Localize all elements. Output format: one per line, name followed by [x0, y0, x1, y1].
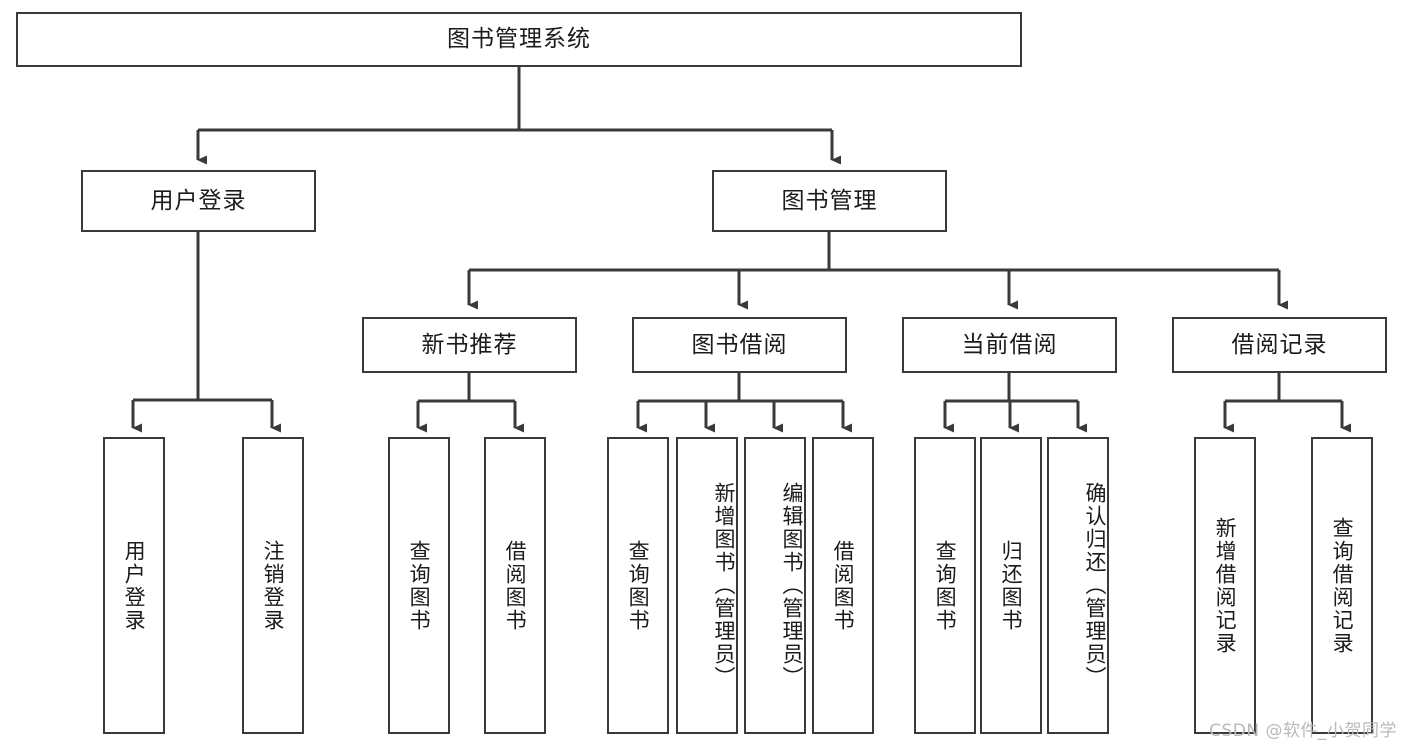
node-label: 确认归还（管理员） — [1083, 482, 1107, 689]
node-label: 图书管理 — [781, 187, 878, 214]
node-label: 归还图书 — [999, 539, 1024, 632]
leaf-user-login-signin[interactable]: 用户登录 — [103, 437, 165, 734]
node-label: 借阅记录 — [1231, 331, 1328, 358]
node-new-book-recommend[interactable]: 新书推荐 — [362, 317, 577, 373]
leaf-recommend-borrow-book[interactable]: 借阅图书 — [484, 437, 546, 734]
node-label: 当前借阅 — [961, 331, 1058, 358]
node-label: 查询图书 — [626, 539, 651, 632]
csdn-watermark: CSDN @软件_小贺同学 — [1209, 721, 1397, 741]
leaf-borrow-add-book-admin[interactable]: 新增图书（管理员） — [676, 437, 738, 734]
leaf-borrow-query-book[interactable]: 查询图书 — [607, 437, 669, 734]
leaf-recommend-query-book[interactable]: 查询图书 — [388, 437, 450, 734]
node-label: 借阅图书 — [503, 539, 528, 632]
node-label: 新书推荐 — [421, 331, 518, 358]
node-root-system[interactable]: 图书管理系统 — [16, 12, 1022, 67]
node-borrow-record[interactable]: 借阅记录 — [1172, 317, 1387, 373]
leaf-current-confirm-return-admin[interactable]: 确认归还（管理员） — [1047, 437, 1109, 734]
leaf-record-add-record[interactable]: 新增借阅记录 — [1194, 437, 1256, 734]
node-label: 查询图书 — [933, 539, 958, 632]
leaf-borrow-edit-book-admin[interactable]: 编辑图书（管理员） — [744, 437, 806, 734]
node-label: 用户登录 — [122, 539, 147, 632]
node-user-login[interactable]: 用户登录 — [81, 170, 316, 232]
node-current-borrow[interactable]: 当前借阅 — [902, 317, 1117, 373]
node-label: 新增借阅记录 — [1213, 516, 1238, 655]
leaf-record-query-record[interactable]: 查询借阅记录 — [1311, 437, 1373, 734]
leaf-user-login-signout[interactable]: 注销登录 — [242, 437, 304, 734]
node-label: 新增图书（管理员） — [712, 482, 736, 689]
node-label: 用户登录 — [150, 187, 247, 214]
leaf-current-query-book[interactable]: 查询图书 — [914, 437, 976, 734]
node-label: 注销登录 — [261, 539, 286, 632]
leaf-current-return-book[interactable]: 归还图书 — [980, 437, 1042, 734]
node-label: 查询借阅记录 — [1330, 516, 1355, 655]
node-label: 查询图书 — [407, 539, 432, 632]
node-label: 编辑图书（管理员） — [780, 482, 804, 689]
node-label: 图书借阅 — [691, 331, 788, 358]
node-label: 图书管理系统 — [447, 26, 591, 53]
node-book-management[interactable]: 图书管理 — [712, 170, 947, 232]
leaf-borrow-borrow-book[interactable]: 借阅图书 — [812, 437, 874, 734]
node-book-borrow[interactable]: 图书借阅 — [632, 317, 847, 373]
node-label: 借阅图书 — [831, 539, 856, 632]
